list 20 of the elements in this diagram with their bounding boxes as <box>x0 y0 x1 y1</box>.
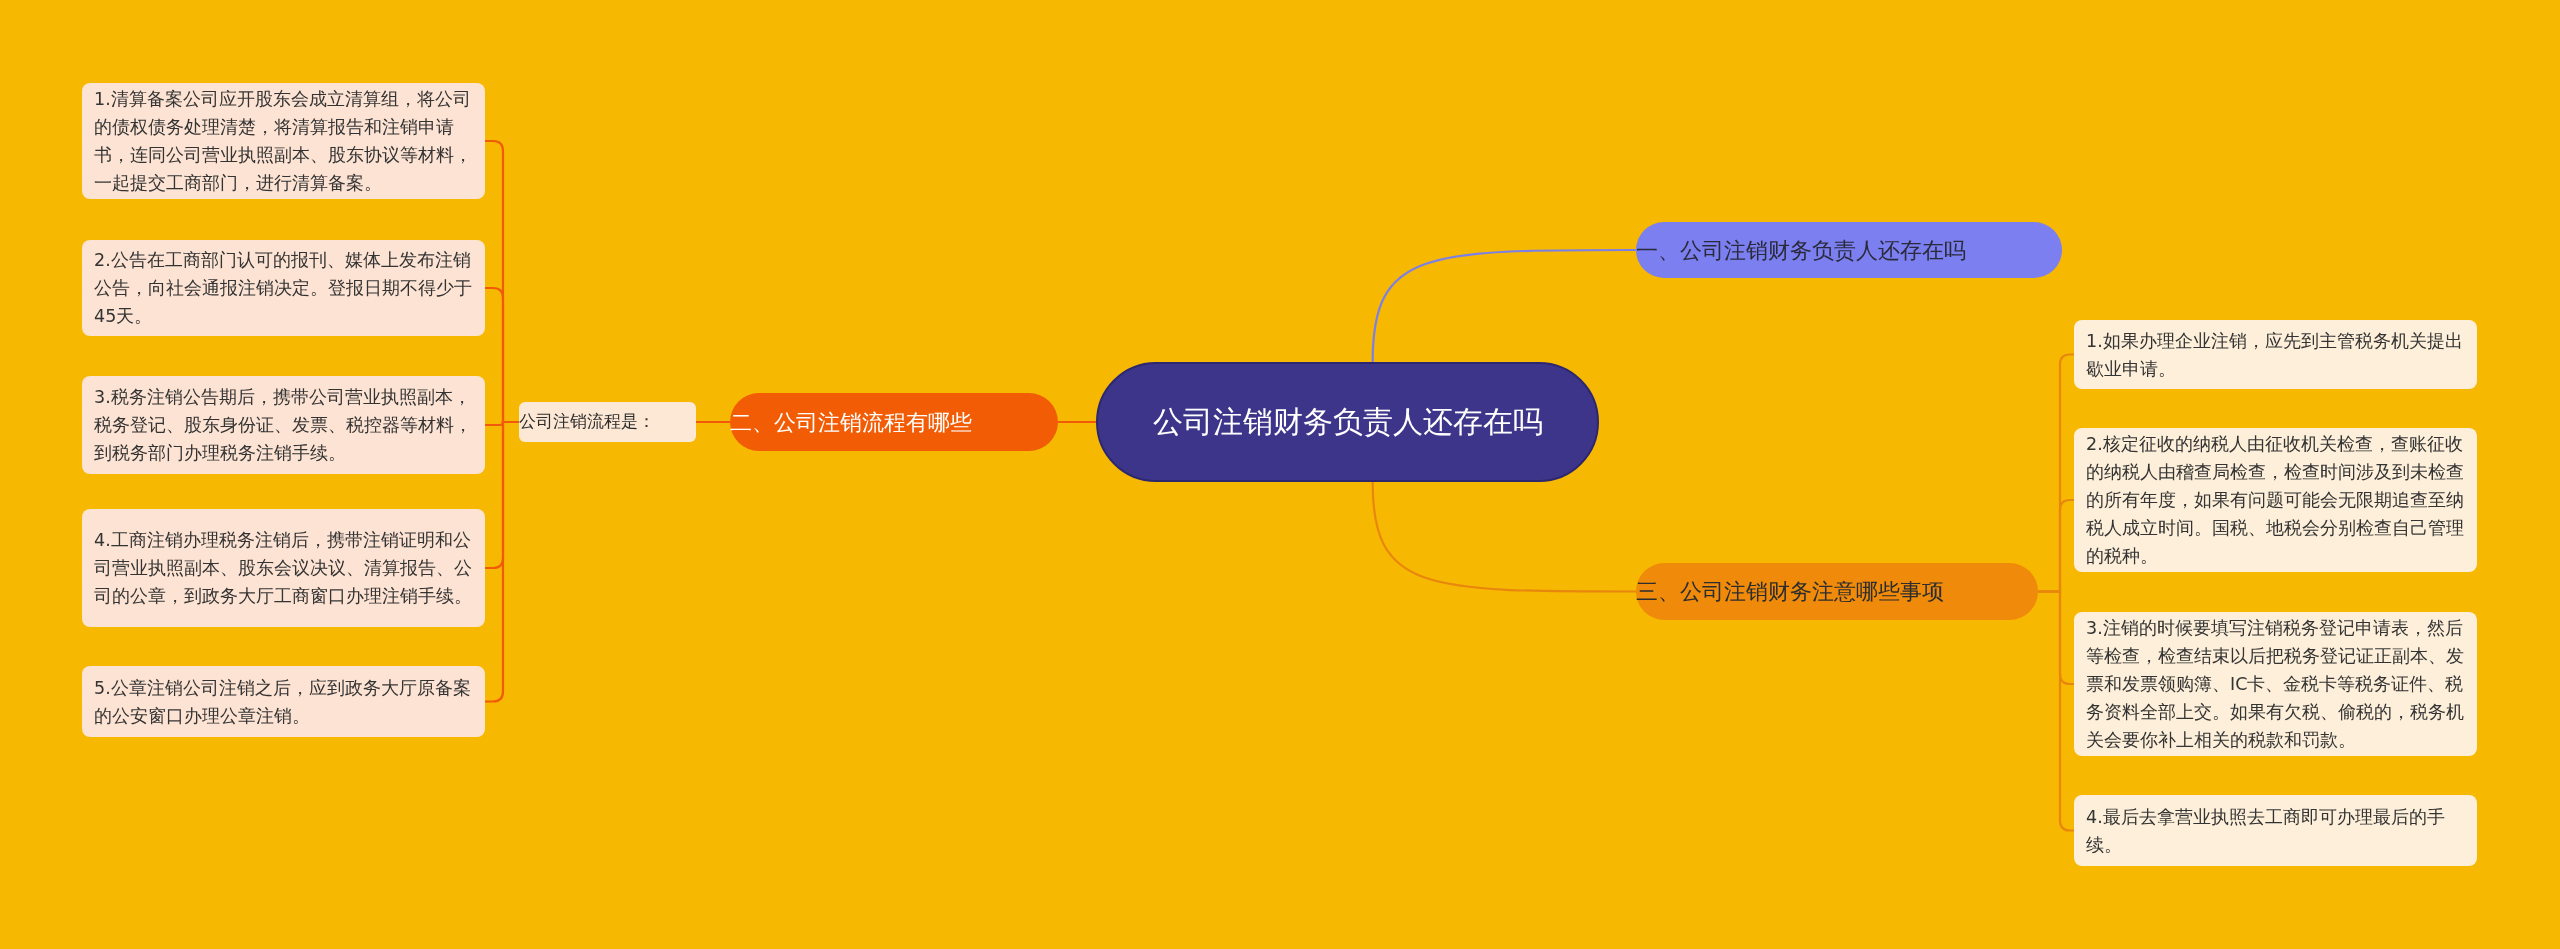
detail-box: 5.公章注销公司注销之后，应到政务大厅原备案的公安窗口办理公章注销。 <box>82 666 485 737</box>
detail-box: 2.核定征收的纳税人由征收机关检查，查账征收的纳税人由稽查局检查，检查时间涉及到未检查的所有年度，如果有问题可能会无限期追查至纳税人成立时间。国税、地税会分别检查自己管理的税种。 <box>2074 428 2477 572</box>
detail-box: 1.清算备案公司应开股东会成立清算组，将公司的债权债务处理清楚，将清算报告和注销申请书，连同公司营业执照副本、股东协议等材料，一起提交工商部门，进行清算备案。 <box>82 83 485 199</box>
detail-box: 2.公告在工商部门认可的报刊、媒体上发布注销公告，向社会通报注销决定。登报日期不得少于45天。 <box>82 240 485 336</box>
detail-box: 3.注销的时候要填写注销税务登记申请表，然后等检查，检查结束以后把税务登记证正副本、发票和发票领购簿、IC卡、金税卡等税务证件、税务资料全部上交。如果有欠税、偷税的，税务机关会要你补上相关的税款和罚款。 <box>2074 612 2477 756</box>
connector-line <box>1371 248 1636 363</box>
branch-topic: 一、公司注销财务负责人还存在吗 <box>1636 222 2062 278</box>
branch-topic: 二、公司注销流程有哪些 <box>730 393 1058 451</box>
connector-line <box>485 420 519 703</box>
connector-line <box>1058 420 1096 424</box>
connector-line <box>696 420 730 424</box>
branch-topic: 三、公司注销财务注意哪些事项 <box>1636 563 2038 620</box>
central-topic: 公司注销财务负责人还存在吗 <box>1096 362 1599 482</box>
detail-box: 3.税务注销公告期后，携带公司营业执照副本，税务登记、股东身份证、发票、税控器等材料，到税务部门办理税务注销手续。 <box>82 376 485 474</box>
detail-box: 1.如果办理企业注销，应先到主管税务机关提出歇业申请。 <box>2074 320 2477 389</box>
connector-line <box>2038 590 2074 832</box>
connector-line <box>1371 481 1636 593</box>
detail-box: 4.最后去拿营业执照去工商即可办理最后的手续。 <box>2074 795 2477 866</box>
detail-box: 4.工商注销办理税务注销后，携带注销证明和公司营业执照副本、股东会议决议、清算报告、公司的公章，到政务大厅工商窗口办理注销手续。 <box>82 509 485 627</box>
subtopic-box: 公司注销流程是： <box>519 402 696 442</box>
